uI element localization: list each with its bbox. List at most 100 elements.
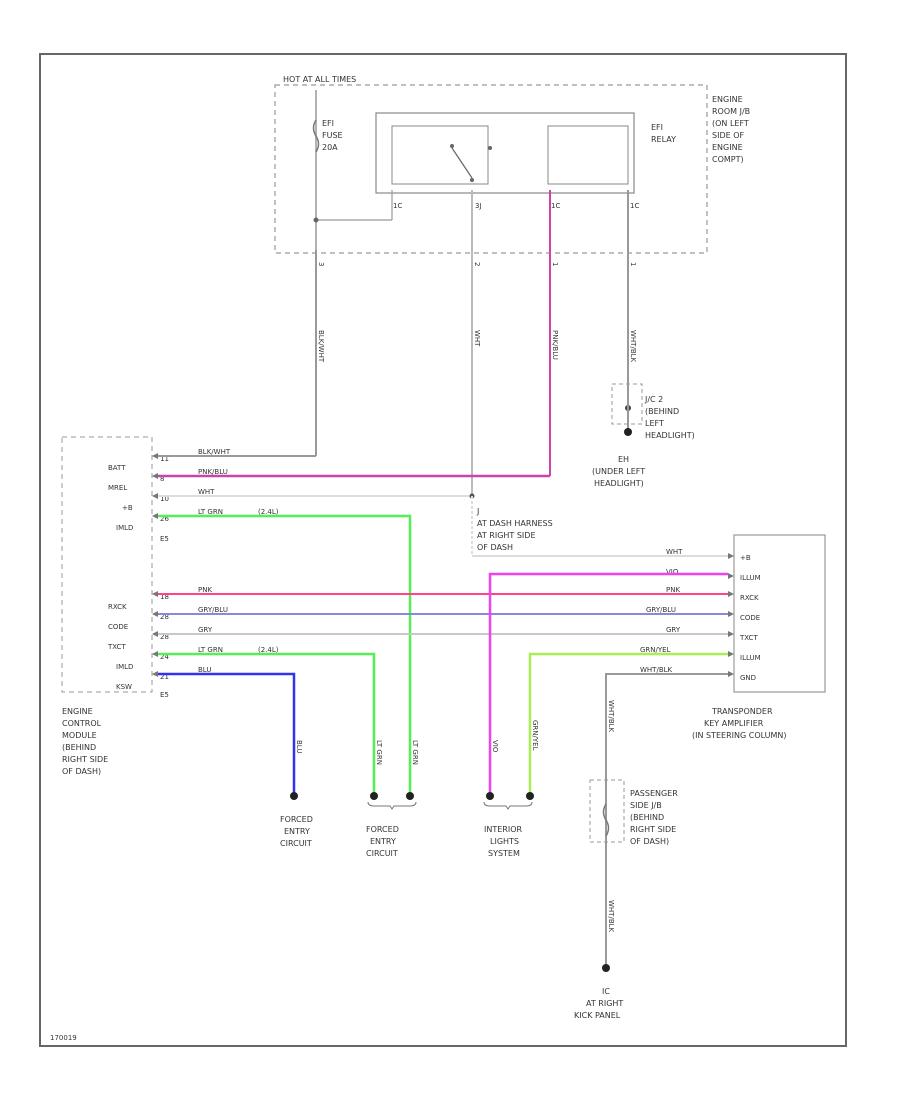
jc2-label-2: (BEHIND bbox=[645, 407, 679, 416]
engine-room-jb-box bbox=[274, 84, 708, 254]
svg-text:MODULE: MODULE bbox=[62, 731, 97, 740]
passenger-wire-label-top: WHT/BLK bbox=[607, 700, 615, 733]
svg-text:PNK: PNK bbox=[666, 586, 680, 594]
efi-fuse-label-3: 20A bbox=[322, 143, 338, 152]
efi-relay-box bbox=[375, 112, 635, 194]
svg-text:SIDE OF: SIDE OF bbox=[712, 131, 744, 140]
svg-text:11: 11 bbox=[160, 455, 169, 463]
svg-text:ILLUM: ILLUM bbox=[740, 574, 761, 582]
junction-j-label-2: AT DASH HARNESS bbox=[477, 519, 553, 528]
passenger-jb-fuse-icon bbox=[602, 803, 610, 837]
transponder-wire-labels: WHT VIO PNK GRY/BLU GRY GRN/YEL WHT/BLK bbox=[640, 548, 683, 674]
ecm-pins: BATT MREL +B IMLD RXCK CODE TXCT IMLD KS… bbox=[107, 464, 133, 691]
ecm-label: ENGINE CONTROL MODULE (BEHIND RIGHT SIDE… bbox=[62, 707, 108, 776]
ground-ic-label-1: IC bbox=[602, 987, 610, 996]
svg-text:24: 24 bbox=[160, 653, 169, 661]
bottom-wire-3: LT GRN bbox=[411, 740, 419, 765]
transponder-pins: +B ILLUM RXCK CODE TXCT ILLUM GND bbox=[739, 554, 761, 682]
bottom-wire-5: GRN/YEL bbox=[531, 720, 539, 751]
svg-text:26: 26 bbox=[160, 515, 169, 523]
svg-text:ROOM J/B: ROOM J/B bbox=[712, 107, 750, 116]
svg-text:MREL: MREL bbox=[108, 484, 127, 492]
svg-text:TXCT: TXCT bbox=[107, 643, 126, 651]
svg-text:BATT: BATT bbox=[108, 464, 126, 472]
vwire-label-1: BLK/WHT bbox=[317, 330, 325, 363]
svg-text:E5: E5 bbox=[160, 691, 169, 699]
ecm-low-label-5: (2.4L) bbox=[258, 646, 279, 654]
svg-text:KSW: KSW bbox=[116, 683, 132, 691]
svg-text:PASSENGER: PASSENGER bbox=[630, 789, 678, 798]
svg-text:CODE: CODE bbox=[740, 614, 760, 622]
wire-wht-blk-gnd bbox=[605, 673, 728, 966]
svg-text:28: 28 bbox=[160, 613, 169, 621]
ground-eh-icon bbox=[624, 428, 632, 436]
svg-text:ENTRY: ENTRY bbox=[370, 837, 396, 846]
bracket-forced-entry bbox=[367, 801, 417, 810]
ground-eh-label-3: HEADLIGHT) bbox=[594, 479, 644, 488]
svg-text:(IN STEERING COLUMN): (IN STEERING COLUMN) bbox=[692, 731, 787, 740]
svg-text:CIRCUIT: CIRCUIT bbox=[280, 839, 312, 848]
svg-text:21: 21 bbox=[160, 673, 169, 681]
svg-text:ENGINE: ENGINE bbox=[712, 143, 743, 152]
junction-j-label-1: J bbox=[476, 507, 479, 516]
svg-text:GRY: GRY bbox=[666, 626, 681, 634]
bottom-wire-1: BLU bbox=[295, 740, 303, 753]
svg-text:(ON LEFT: (ON LEFT bbox=[712, 119, 749, 128]
svg-text:GRN/YEL: GRN/YEL bbox=[640, 646, 671, 654]
jc2-label-4: HEADLIGHT) bbox=[645, 431, 695, 440]
svg-text:IMLD: IMLD bbox=[116, 524, 133, 532]
svg-text:+B: +B bbox=[122, 504, 133, 512]
efi-relay-label-1: EFI bbox=[651, 123, 663, 132]
svg-text:WHT/BLK: WHT/BLK bbox=[640, 666, 673, 674]
wire-grn-yel bbox=[528, 652, 728, 794]
ecm-pin-numbers: 11 8 10 26 E5 18 28 28 24 21 E5 bbox=[160, 455, 169, 699]
svg-text:RIGHT SIDE: RIGHT SIDE bbox=[62, 755, 108, 764]
ecm-wire-label-2: PNK/BLU bbox=[198, 468, 228, 476]
interior-lights-label: INTERIOR LIGHTS SYSTEM bbox=[484, 825, 523, 858]
ecm-wire-imld-2 bbox=[158, 652, 376, 794]
svg-text:INTERIOR: INTERIOR bbox=[484, 825, 523, 834]
bottom-wire-4: VIO bbox=[491, 740, 499, 753]
figure-id: 170019 bbox=[50, 1034, 77, 1042]
svg-text:RIGHT SIDE: RIGHT SIDE bbox=[630, 825, 676, 834]
ground-ic-icon bbox=[602, 964, 610, 972]
jb-pin-1: 1C bbox=[393, 202, 402, 210]
wire-vio bbox=[488, 572, 728, 794]
terminal-dots bbox=[290, 792, 534, 800]
svg-text:(BEHIND: (BEHIND bbox=[630, 813, 664, 822]
svg-text:RXCK: RXCK bbox=[740, 594, 759, 602]
svg-text:(BEHIND: (BEHIND bbox=[62, 743, 96, 752]
ground-eh-label-1: EH bbox=[618, 455, 629, 464]
ecm-low-label-3: GRY bbox=[198, 626, 213, 634]
bracket-interior bbox=[483, 801, 533, 810]
jc2-label-3: LEFT bbox=[645, 419, 664, 428]
svg-text:IMLD: IMLD bbox=[116, 663, 133, 671]
ground-eh-label-2: (UNDER LEFT bbox=[592, 467, 645, 476]
transponder-box bbox=[733, 534, 826, 693]
jb-pin-2: 3J bbox=[475, 202, 482, 210]
svg-text:WHT: WHT bbox=[666, 548, 683, 556]
passenger-jb-label: PASSENGER SIDE J/B (BEHIND RIGHT SIDE OF… bbox=[630, 789, 678, 846]
jb-pin-4: 1C bbox=[630, 202, 639, 210]
ecm-wire-label-3: WHT bbox=[198, 488, 215, 496]
transponder-arrows bbox=[728, 553, 734, 677]
svg-text:+B: +B bbox=[740, 554, 751, 562]
hot-label: HOT AT ALL TIMES bbox=[283, 75, 356, 84]
top-pin-3: 1 bbox=[551, 262, 559, 266]
relay-coil-box bbox=[547, 125, 629, 185]
top-pin-4: 1 bbox=[629, 262, 637, 266]
svg-text:RXCK: RXCK bbox=[108, 603, 127, 611]
junction-j-label-3: AT RIGHT SIDE bbox=[477, 531, 536, 540]
ecm-wire-label-1: BLK/WHT bbox=[198, 448, 231, 456]
efi-relay-label-2: RELAY bbox=[651, 135, 676, 144]
svg-text:SIDE J/B: SIDE J/B bbox=[630, 801, 662, 810]
svg-text:8: 8 bbox=[160, 475, 164, 483]
vwire-label-4: WHT/BLK bbox=[629, 330, 637, 363]
svg-text:ENGINE: ENGINE bbox=[62, 707, 93, 716]
svg-text:ENTRY: ENTRY bbox=[284, 827, 310, 836]
svg-text:VIO: VIO bbox=[666, 568, 679, 576]
svg-text:TRANSPONDER: TRANSPONDER bbox=[711, 707, 773, 716]
passenger-wire-label-bottom: WHT/BLK bbox=[607, 900, 615, 933]
svg-text:28: 28 bbox=[160, 633, 169, 641]
